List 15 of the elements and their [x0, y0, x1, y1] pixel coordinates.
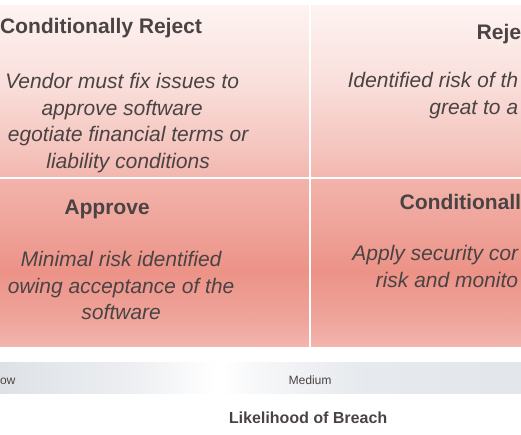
cell-description: Identified risk of th great to a [346, 68, 518, 120]
cell-heading: Conditionally Reject [0, 14, 203, 39]
matrix-cell [311, 179, 521, 347]
cell-heading: Conditionall [398, 190, 521, 215]
axis-tick-label: Medium [288, 373, 332, 388]
matrix-cell [0, 179, 309, 347]
cell-description: Minimal risk identified owing acceptance of the software [6, 247, 236, 326]
cell-heading: Reje [476, 20, 521, 45]
cell-description: egotiate financial terms or liability conditions [6, 122, 250, 174]
cell-heading: Approve [63, 195, 151, 220]
axis-tick-label: ow [0, 373, 16, 388]
cell-description: Apply security cor risk and monito [350, 241, 518, 294]
axis-title: Likelihood of Breach [228, 409, 388, 428]
matrix-cell [311, 5, 521, 177]
matrix-cell [0, 5, 309, 177]
